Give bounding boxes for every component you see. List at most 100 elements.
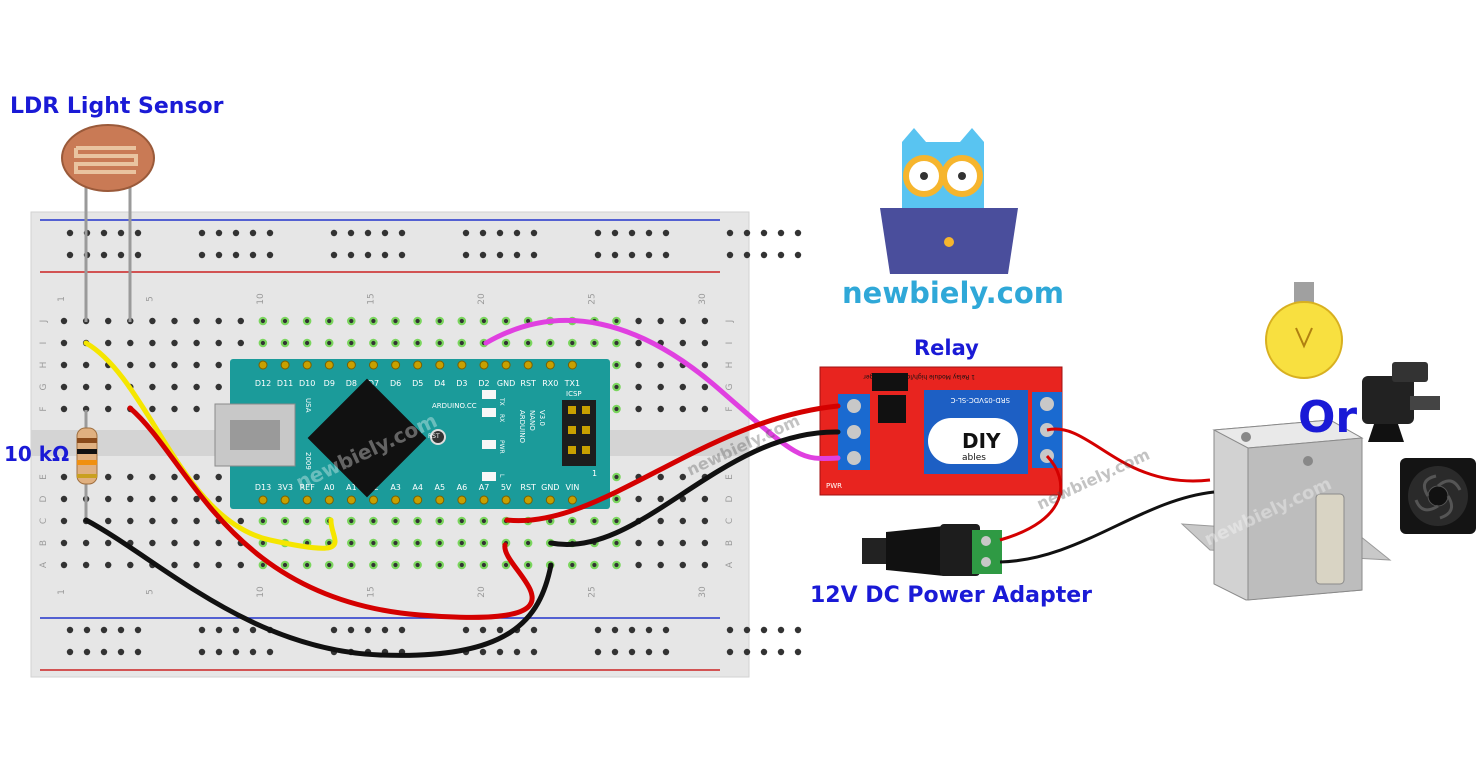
breadboard-hole xyxy=(701,317,709,325)
breadboard-hole xyxy=(701,383,709,391)
nano-pin-label: TX1 xyxy=(564,379,580,388)
breadboard-hole xyxy=(171,561,178,569)
wire-red-load xyxy=(1046,427,1211,483)
breadboard-hole xyxy=(657,517,664,525)
column-number: 25 xyxy=(587,293,597,304)
breadboard-hole xyxy=(479,560,489,570)
rail-hole xyxy=(496,626,504,634)
breadboard-hole xyxy=(302,338,312,348)
row-letter: F xyxy=(725,406,735,411)
microcontroller-chip xyxy=(307,378,427,498)
rail-hole xyxy=(743,229,751,237)
breadboard-hole xyxy=(635,339,642,347)
breadboard-hole xyxy=(105,405,112,413)
breadboard-hole xyxy=(171,473,178,481)
wire-black-relay-gnd xyxy=(548,429,841,547)
column-number: 15 xyxy=(366,586,376,597)
breadboard-hole xyxy=(679,339,686,347)
rail-hole xyxy=(100,648,108,656)
resistor xyxy=(76,410,98,520)
rail-hole xyxy=(611,626,619,634)
rail-hole xyxy=(479,648,487,656)
breadboard-hole xyxy=(215,361,222,369)
relay-top-text: 1 Relay Module high/low level trigger xyxy=(863,373,975,380)
rail-hole xyxy=(134,251,142,259)
breadboard-hole xyxy=(105,473,112,481)
nano-pin-label: 5V xyxy=(501,483,512,492)
icsp-pin xyxy=(582,426,590,434)
breadboard-hole xyxy=(635,495,642,503)
nano-pin xyxy=(545,360,555,370)
breadboard-hole xyxy=(413,316,422,326)
jumper xyxy=(872,373,908,391)
rail-hole xyxy=(134,229,142,237)
breadboard-hole xyxy=(149,473,156,481)
rail-hole xyxy=(249,229,257,237)
icsp-text: ICSP xyxy=(566,390,582,398)
breadboard-hole xyxy=(657,317,664,325)
breadboard-hole xyxy=(105,317,112,325)
breadboard-hole xyxy=(215,539,222,547)
icsp-pin xyxy=(568,406,576,414)
nano-pin xyxy=(391,360,401,370)
rail-hole xyxy=(611,229,619,237)
diyables-logo-sub: ables xyxy=(962,453,986,463)
relay-module: DIY ables 1 Relay Module high/low level … xyxy=(819,366,1063,496)
nano-pin xyxy=(435,360,445,370)
rail-hole xyxy=(198,626,206,634)
breadboard-hole xyxy=(479,516,489,526)
breadboard-hole xyxy=(413,516,422,526)
row-letter: I xyxy=(725,342,735,345)
rail-hole xyxy=(232,251,240,259)
breadboard-hole xyxy=(105,561,112,569)
breadboard-hole xyxy=(258,316,268,326)
breadboard-hole xyxy=(457,316,467,326)
breadboard-hole xyxy=(280,560,290,570)
rail-hole xyxy=(215,229,223,237)
breadboard-hole xyxy=(457,560,467,570)
breadboard-hole xyxy=(237,339,244,347)
rail-hole xyxy=(726,648,734,656)
column-number: 5 xyxy=(145,296,155,302)
breadboard-hole xyxy=(701,361,709,369)
light-bulb xyxy=(1265,282,1343,379)
nano-pin xyxy=(258,495,268,505)
rail-hole xyxy=(134,626,142,634)
nano-pin-label: A6 xyxy=(457,483,468,492)
icsp-pin xyxy=(582,406,590,414)
rail-hole xyxy=(347,251,355,259)
breadboard-hole xyxy=(193,339,200,347)
nano-pin-label: D5 xyxy=(412,379,423,388)
breadboard-hole xyxy=(457,538,467,548)
breadboard-hole xyxy=(657,361,664,369)
nano-pin-label: A0 xyxy=(324,483,335,492)
rail-hole xyxy=(594,229,602,237)
breadboard-hole xyxy=(215,383,222,391)
breadboard-hole xyxy=(346,316,356,326)
rail-hole xyxy=(134,648,142,656)
rail-hole xyxy=(347,229,355,237)
breadboard-hole xyxy=(193,383,200,391)
dc-power-adapter xyxy=(862,524,1002,576)
wire-black-gnd xyxy=(83,517,554,658)
breadboard-hole xyxy=(237,317,244,325)
rail-hole xyxy=(743,626,751,634)
column-number: 1 xyxy=(57,589,67,595)
rail-hole xyxy=(743,251,751,259)
breadboard-hole xyxy=(369,538,378,548)
breadboard-hole xyxy=(324,338,334,348)
nano-pin-label: D9 xyxy=(324,379,335,388)
nano-pin xyxy=(501,360,511,370)
row-letter: H xyxy=(39,362,49,369)
breadboard-hole xyxy=(105,539,112,547)
column-number: 20 xyxy=(477,293,487,305)
breadboard-hole xyxy=(567,516,577,526)
rail-hole xyxy=(66,229,74,237)
breadboard-hole xyxy=(171,383,178,391)
rail-hole xyxy=(777,648,785,656)
rail-hole xyxy=(645,648,653,656)
wire-red-adapter xyxy=(999,454,1063,542)
led-l-text: L xyxy=(498,474,505,478)
rail-hole xyxy=(364,251,372,259)
